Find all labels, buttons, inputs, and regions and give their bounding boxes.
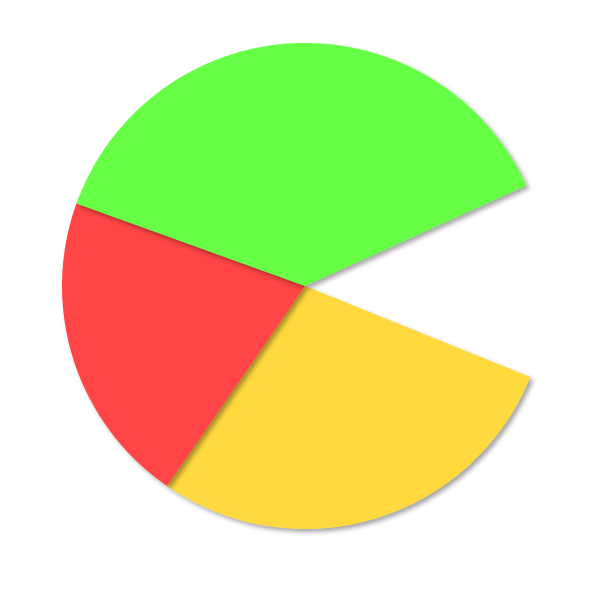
pie-slice-3 bbox=[76, 42, 527, 286]
pie-slice-1 bbox=[167, 286, 531, 530]
pie-slices bbox=[61, 42, 531, 530]
pie-slice-2 bbox=[61, 203, 305, 487]
